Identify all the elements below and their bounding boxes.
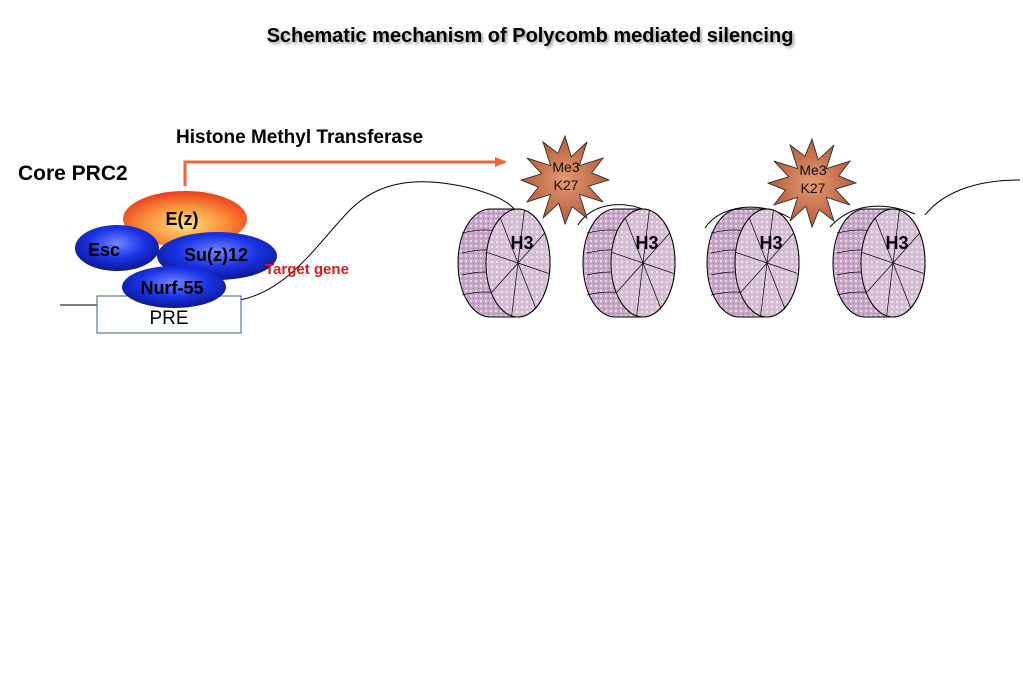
dna-strand xyxy=(60,179,1021,306)
nucleosome-spoke xyxy=(735,251,768,264)
mark-line1: Me3 xyxy=(799,162,826,178)
h3-label: H3 xyxy=(885,233,908,253)
nucleosome-spoke xyxy=(766,210,774,264)
hmt-arrow xyxy=(183,157,507,186)
suz12-label: Su(z)12 xyxy=(184,245,248,265)
nucleosome-spoke xyxy=(642,232,670,264)
nucleosome: H3 xyxy=(832,208,926,318)
complex-label: Core PRC2 xyxy=(18,162,128,185)
nucleosome-spoke xyxy=(766,262,786,309)
nucleosome-spoke xyxy=(874,217,894,264)
nucleosome-spoke xyxy=(517,210,525,264)
h3-label: H3 xyxy=(510,233,533,253)
nucleosome-spoke xyxy=(611,251,644,264)
star-shape xyxy=(519,134,611,226)
h3-label: H3 xyxy=(635,233,658,253)
nucleosome: H3 xyxy=(706,208,800,318)
nucleosome-spoke xyxy=(760,262,768,316)
nucleosome-spoke xyxy=(642,210,650,264)
nucleosome-spoke xyxy=(886,262,894,316)
nucleosome-spoke xyxy=(766,262,799,275)
pre-label: PRE xyxy=(149,308,188,329)
nucleosome-spoke xyxy=(642,262,675,275)
target-gene-label: Target gene xyxy=(265,261,349,278)
nucleosome-spoke xyxy=(491,262,519,294)
star-shape xyxy=(766,137,858,229)
mark-line2: K27 xyxy=(801,180,826,196)
nucleosome-spoke xyxy=(517,232,545,264)
mark-line2: K27 xyxy=(554,177,579,193)
nucleosome-spoke xyxy=(892,262,925,275)
esc-label: Esc xyxy=(88,240,120,260)
nucleosome-spoke xyxy=(624,217,644,264)
nucleosome-array: H3 H3 H3 H3 xyxy=(457,208,926,318)
nucleosome-spoke xyxy=(892,262,912,309)
nucleosome-spoke xyxy=(766,232,794,264)
nucleosome-spoke xyxy=(748,217,768,264)
diagram-title: Schematic mechanism of Polycomb mediated… xyxy=(267,25,794,47)
ez-label: E(z) xyxy=(166,209,199,229)
nurf55-label: Nurf-55 xyxy=(140,278,203,298)
nucleosome-spoke xyxy=(892,210,900,264)
nucleosome: H3 xyxy=(582,208,676,318)
nucleosome-spoke xyxy=(892,232,920,264)
nurf55-protein xyxy=(122,266,226,308)
mark-line1: Me3 xyxy=(552,159,579,175)
nucleosome-spoke xyxy=(517,262,550,275)
nucleosome-spoke xyxy=(511,262,519,316)
prc2-complex: E(z) Esc Su(z)12 Nurf-55 xyxy=(75,191,277,308)
esc-protein xyxy=(75,225,159,271)
nucleosome-spoke xyxy=(499,217,519,264)
h3-label: H3 xyxy=(759,233,782,253)
nucleosome-spoke xyxy=(486,251,519,264)
nucleosome-spoke xyxy=(861,251,894,264)
nucleosome-spoke xyxy=(616,262,644,294)
nucleosome-spoke xyxy=(866,262,894,294)
nucleosome-spoke xyxy=(642,262,662,309)
enzyme-label: Histone Methyl Transferase xyxy=(176,127,423,148)
nucleosome-spoke xyxy=(636,262,644,316)
nucleosome-spoke xyxy=(517,262,537,309)
nucleosome: H3 xyxy=(457,208,551,318)
nucleosome-spoke xyxy=(740,262,768,294)
